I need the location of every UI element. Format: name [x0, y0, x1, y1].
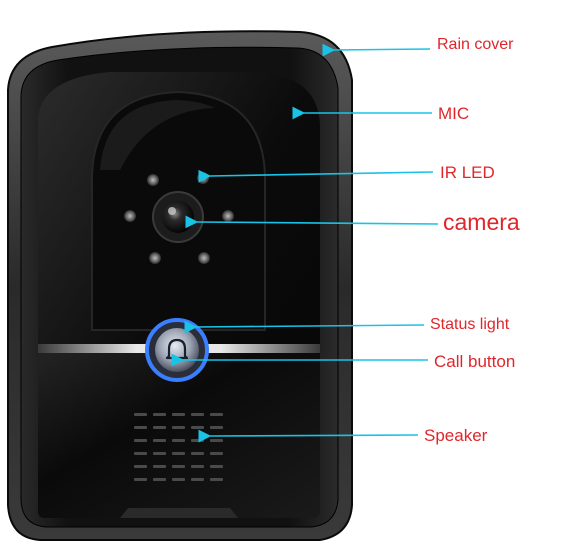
camera-pointer — [185, 215, 439, 229]
status-light-pointer — [184, 320, 425, 334]
status-light-label: Status light — [430, 316, 510, 333]
speaker-hole — [134, 426, 147, 429]
ir-led-label: IR LED — [440, 163, 495, 182]
ir-led — [149, 252, 161, 264]
speaker-hole — [191, 465, 204, 468]
speaker-hole — [134, 439, 147, 442]
speaker-hole — [210, 465, 223, 468]
speaker-label: Speaker — [424, 426, 488, 445]
speaker-hole — [134, 465, 147, 468]
ir-led-pointer — [198, 169, 434, 183]
speaker-hole — [172, 413, 185, 416]
speaker-hole — [153, 426, 166, 429]
speaker-hole — [153, 439, 166, 442]
speaker-hole — [172, 452, 185, 455]
rain-cover-pointer — [322, 43, 431, 57]
speaker-hole — [191, 413, 204, 416]
camera-dome-highlight — [100, 100, 215, 170]
ir-led — [198, 252, 210, 264]
call-button[interactable] — [155, 328, 199, 372]
speaker-hole — [210, 452, 223, 455]
camera-label: camera — [443, 209, 520, 235]
speaker-grille — [134, 413, 223, 481]
speaker-pointer — [198, 429, 419, 443]
call-button-label: Call button — [434, 352, 516, 371]
speaker-hole — [172, 426, 185, 429]
speaker-hole — [134, 478, 147, 481]
rain-cover-label: Rain cover — [437, 36, 514, 53]
speaker-hole — [172, 465, 185, 468]
speaker-hole — [210, 439, 223, 442]
speaker-hole — [210, 413, 223, 416]
mic-label: MIC — [438, 104, 470, 123]
speaker-hole — [153, 478, 166, 481]
ir-led — [147, 174, 159, 186]
ir-led — [222, 210, 234, 222]
speaker-hole — [191, 452, 204, 455]
speaker-hole — [153, 452, 166, 455]
ir-led — [124, 210, 136, 222]
speaker-hole — [210, 478, 223, 481]
speaker-hole — [153, 413, 166, 416]
speaker-hole — [191, 426, 204, 429]
speaker-hole — [172, 439, 185, 442]
ir-led — [197, 172, 209, 184]
lower-panel — [38, 350, 320, 518]
bottom-notch — [120, 508, 238, 518]
speaker-hole — [191, 478, 204, 481]
speaker-hole — [134, 452, 147, 455]
speaker-hole — [153, 465, 166, 468]
speaker-hole — [191, 439, 204, 442]
speaker-hole — [210, 426, 223, 429]
speaker-hole — [172, 478, 185, 481]
camera-lens-glint — [168, 207, 176, 215]
speaker-hole — [134, 413, 147, 416]
camera-lens — [162, 201, 194, 233]
